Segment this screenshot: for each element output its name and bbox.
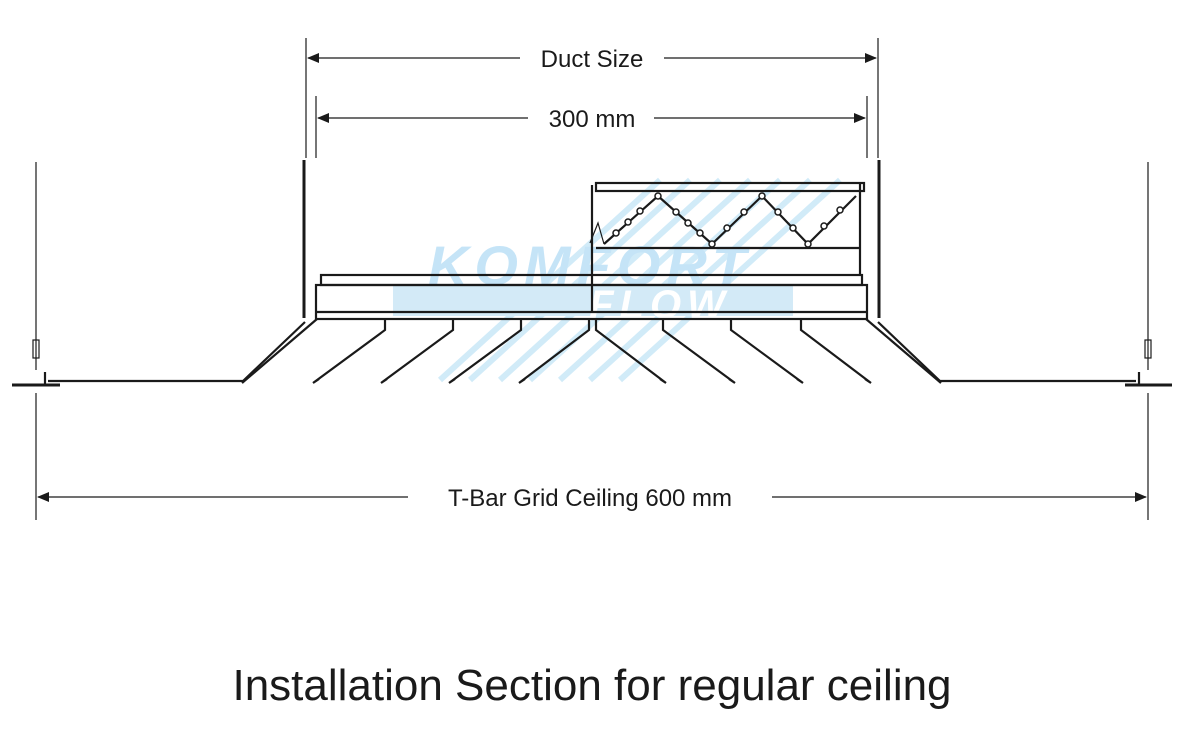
watermark-line2: FLOW [589,283,731,327]
clip-left [32,339,40,359]
ceiling-size-label: T-Bar Grid Ceiling 600 mm [448,485,732,512]
vane-left-4 [518,319,591,384]
outer-blade-left [241,318,318,384]
damper-pivots [612,192,844,248]
ceiling-plate-left [48,321,306,383]
neck-size-dimension: 300 mm [315,96,868,158]
clip-right [1144,339,1152,359]
duct-size-dimension: Duct Size [305,38,879,158]
damper-frame [594,181,866,193]
outer-blade-right [865,318,942,384]
vane-left-1 [312,319,387,384]
damper-blades [603,194,857,246]
watermark-line1: KOMFORT [428,234,752,297]
diffuser-vanes [241,318,942,384]
watermark-logo: KOMFORT FLOW [393,177,843,383]
vane-left-2 [380,319,455,384]
diagram-caption: Installation Section for regular ceiling [232,661,951,710]
vane-right-3 [729,319,804,384]
ceiling-plate-right [877,321,1136,383]
duct-walls [302,160,881,318]
vane-right-4 [799,319,872,384]
vane-right-2 [661,319,736,384]
vane-right-1 [594,319,667,384]
diffuser-body [314,185,869,321]
damper-assembly [589,181,866,276]
damper-lever [589,221,605,245]
vane-left-3 [448,319,523,384]
neck-size-label: 300 mm [549,106,636,133]
ceiling-dimension: T-Bar Grid Ceiling 600 mm [35,393,1149,520]
duct-size-label: Duct Size [541,46,644,73]
